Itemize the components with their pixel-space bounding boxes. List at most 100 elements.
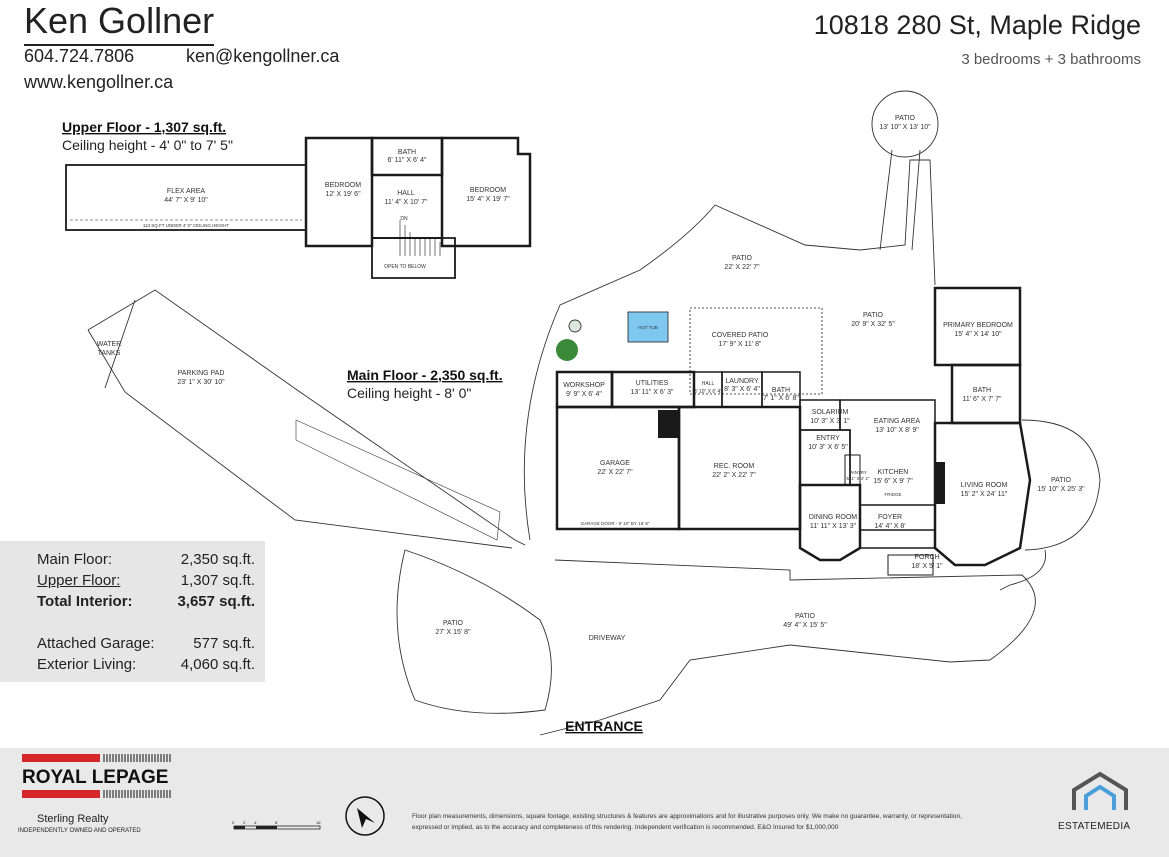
chimney-block xyxy=(658,410,678,438)
room-dims-pantry: 5' 1" X 4' 2" xyxy=(847,476,870,481)
room-label-dining-room: DINING ROOM xyxy=(809,514,857,521)
agent-email[interactable]: ken@kengollner.ca xyxy=(186,46,340,66)
summary-value: 3,657 sq.ft. xyxy=(177,593,255,610)
room-dims-solarium: 10' 3" X 3' 1" xyxy=(810,418,850,425)
room-label-kitchen: KITCHEN xyxy=(878,469,909,476)
main-floor-ceiling: Ceiling height - 8' 0" xyxy=(347,385,471,401)
summary-value: 577 sq.ft. xyxy=(193,635,255,652)
agent-name: Ken Gollner xyxy=(24,0,215,46)
water-tanks-label-1: WATER xyxy=(97,341,122,348)
southwest-patio-outline xyxy=(396,549,552,714)
driveway-label: DRIVEWAY xyxy=(589,635,626,642)
room-dims-utilities: 13' 11" X 6' 3" xyxy=(631,389,674,396)
summary-row-total: Total Interior: 3,657 sq.ft. xyxy=(37,593,255,610)
room-dims-entry: 10' 3" X 6' 5" xyxy=(808,444,848,451)
summary-row-exterior: Exterior Living: 4,060 sq.ft. xyxy=(37,656,255,673)
primary-bath-walls xyxy=(950,363,1022,425)
room-label-utilities: UTILITIES xyxy=(636,380,669,387)
beds-baths: 3 bedrooms + 3 bathrooms xyxy=(961,51,1141,68)
room-dims-covered-patio: 17' 9" X 11' 8" xyxy=(719,341,762,348)
room-label-upper-bath: BATH xyxy=(398,149,416,156)
room-dims-kitchen: 15' 6" X 9' 7" xyxy=(873,478,913,485)
room-label-living-room: LIVING ROOM xyxy=(961,482,1008,489)
summary-row-upper: Upper Floor: 1,307 sq.ft. xyxy=(37,572,255,589)
patio-round-label: PATIO xyxy=(895,115,916,122)
agent-phone[interactable]: 604.724.7806 xyxy=(24,46,135,66)
room-label-solarium: SOLARIUM xyxy=(812,409,849,416)
open-to-below-label: OPEN TO BELOW xyxy=(384,264,426,270)
upper-floor-title: Upper Floor - 1,307 sq.ft. xyxy=(62,119,226,135)
water-tanks-divider xyxy=(104,299,136,389)
east-patio-outline xyxy=(1021,419,1101,551)
room-label-upper-bedroom-2: BEDROOM xyxy=(470,187,506,194)
property-address: 10818 280 St, Maple Ridge xyxy=(813,10,1141,40)
summary-value: 1,307 sq.ft. xyxy=(180,572,255,589)
room-label-pantry: PANTRY xyxy=(849,470,867,475)
room-label-workshop: WORKSHOP xyxy=(563,382,605,389)
main-floor-title: Main Floor - 2,350 sq.ft. xyxy=(347,367,503,383)
disclaimer: Floor plan measurements, dimensions, squ… xyxy=(412,811,1052,833)
room-label-covered-patio: COVERED PATIO xyxy=(712,332,769,339)
patio-front-dims: 49' 4" X 15' 5" xyxy=(783,622,827,629)
room-label-main-bath: BATH xyxy=(772,387,790,394)
room-dims-flex-area: 44' 7" X 9' 10" xyxy=(164,197,208,204)
room-label-garage: GARAGE xyxy=(600,460,630,467)
room-label-primary-bedroom: PRIMARY BEDROOM xyxy=(943,322,1013,329)
east-patio-step xyxy=(999,549,1046,591)
upper-stairs xyxy=(399,220,441,256)
parking-pad-outline xyxy=(87,289,526,546)
scale-tick-label: 2' xyxy=(243,820,246,825)
living-room-walls xyxy=(933,421,1032,567)
patio-top-label: PATIO xyxy=(732,255,753,262)
low-ceiling-note: 113 SQ FT UNDER 4' 0" CEILING HEIGHT xyxy=(143,223,230,228)
room-label-upper-hall: HALL xyxy=(397,190,415,197)
brokerage-logo-text: ROYAL LEPAGE xyxy=(22,767,168,788)
round-patio xyxy=(871,90,939,158)
garage-door-note: GARAGE DOOR - 9' 10" BY 16' 8" xyxy=(581,521,650,526)
estate-media-logo-text: ESTATEMEDIA xyxy=(1058,821,1131,832)
room-label-flex-area: FLEX AREA xyxy=(167,188,205,195)
room-dims-foyer: 14' 4" X 8' xyxy=(874,523,905,530)
footer xyxy=(0,748,1169,857)
room-label-rec-room: REC. ROOM xyxy=(714,463,755,470)
summary-row-garage: Attached Garage: 577 sq.ft. xyxy=(37,635,255,652)
patio-round-dims: 13' 10" X 13' 10" xyxy=(879,124,931,131)
disclaimer-line: expressed or implied, as to the accuracy… xyxy=(412,824,839,831)
summary-label: Upper Floor: xyxy=(37,572,121,589)
brokerage-tagline: INDEPENDENTLY OWNED AND OPERATED xyxy=(18,828,141,834)
summary-label: Main Floor: xyxy=(37,551,113,568)
room-dims-dining-room: 11' 11" X 13' 3" xyxy=(810,523,857,530)
scale-tick-label: 0 xyxy=(232,820,235,825)
patio-sw-dims: 27' X 15' 8" xyxy=(435,629,471,636)
parking-pad-label: PARKING PAD xyxy=(178,370,225,377)
brokerage-name: Sterling Realty xyxy=(37,813,109,825)
summary-value: 4,060 sq.ft. xyxy=(180,656,255,673)
agent-website[interactable]: www.kengollner.ca xyxy=(24,72,174,92)
entrance-label: ENTRANCE xyxy=(565,718,643,734)
upper-stairs-dn: DN xyxy=(400,216,408,222)
room-label-main-hall: HALL xyxy=(702,381,715,387)
room-dims-workshop: 9' 9" X 6' 4" xyxy=(566,391,602,398)
summary-label: Exterior Living: xyxy=(37,656,137,673)
room-dims-primary-bath: 11' 6" X 7' 7" xyxy=(962,396,1002,403)
upper-bedroom-2-walls xyxy=(440,136,532,248)
room-dims-eating-area: 13' 10" X 8' 9" xyxy=(875,427,919,434)
floor-plan: Upper Floor - 1,307 sq.ft. Ceiling heigh… xyxy=(62,90,1101,736)
front-patio-outline xyxy=(554,559,1036,721)
main-floor-plan xyxy=(555,286,1032,576)
workshop-walls xyxy=(555,370,614,409)
exterior-plan xyxy=(87,90,1101,736)
room-dims-garage: 22' X 22' 7" xyxy=(597,469,633,476)
room-label-laundry: LAUNDRY xyxy=(725,378,759,385)
patio-east-dims: 15' 10" X 25' 3" xyxy=(1037,486,1085,493)
room-label-entry: ENTRY xyxy=(816,435,840,442)
room-dims-laundry: 8' 3" X 6' 4" xyxy=(724,386,760,393)
dining-room-walls xyxy=(798,483,862,562)
room-label-porch: PORCH xyxy=(914,554,939,561)
scale-tick-label: 16' xyxy=(316,820,321,825)
summary-label: Total Interior: xyxy=(37,593,133,610)
room-dims-upper-bedroom-2: 15' 4" X 19' 7" xyxy=(466,196,510,203)
room-dims-main-hall: 3' 10" X 6' 4" xyxy=(694,389,722,395)
upper-floor-ceiling: Ceiling height - 4' 0" to 7' 5" xyxy=(62,137,233,153)
summary-label: Attached Garage: xyxy=(37,635,155,652)
